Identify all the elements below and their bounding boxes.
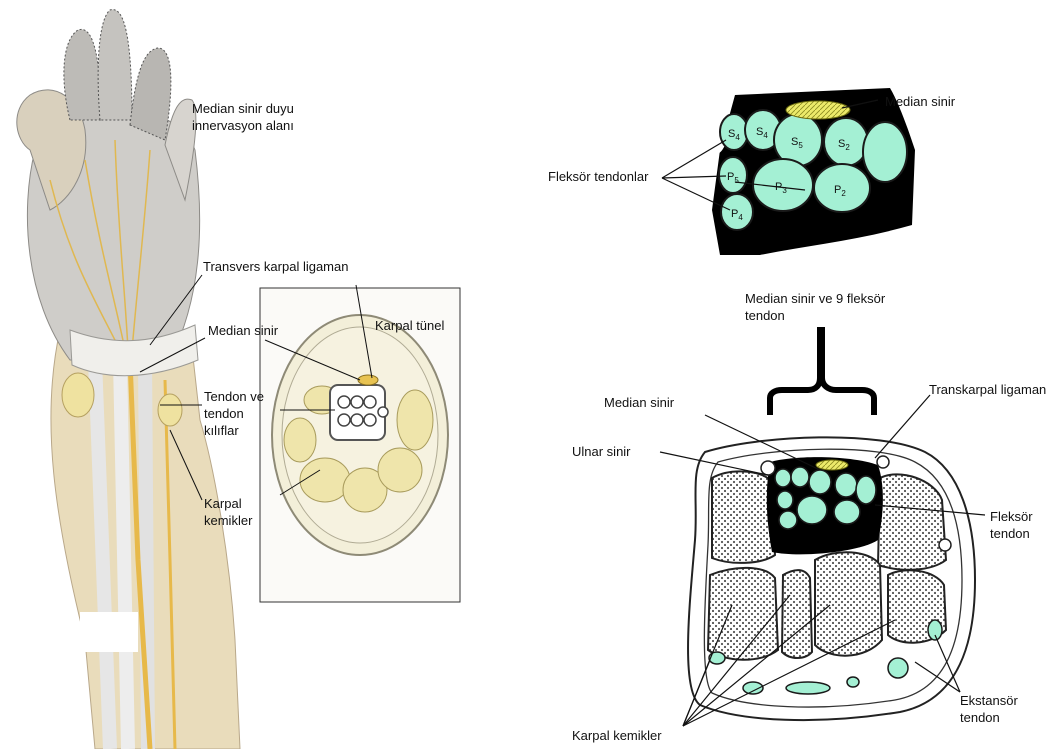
label-tendons-sheaths: Tendon ve tendon kılıflar bbox=[204, 388, 276, 439]
label-inset-caption: Median sinir ve 9 fleksör tendon bbox=[745, 290, 890, 324]
wrist-cross-section bbox=[660, 395, 985, 726]
brace-connector bbox=[770, 330, 874, 415]
label-transcarpal-ligament: Transkarpal ligaman bbox=[929, 381, 1046, 398]
label-median-nerve-left: Median sinir bbox=[208, 322, 278, 339]
label-median-nerve-cross: Median sinir bbox=[604, 394, 674, 411]
label-carpal-bones-right: Karpal kemikler bbox=[572, 727, 662, 744]
label-flexor-tendons: Fleksör tendonlar bbox=[548, 168, 648, 185]
label-median-nerve-inset: Median sinir bbox=[885, 93, 955, 110]
label-carpal-tunnel: Karpal tünel bbox=[375, 317, 444, 334]
label-flexor-tendon: Fleksör tendon bbox=[990, 508, 1042, 542]
label-sensory-area: Median sinir duyu innervasyon alanı bbox=[192, 100, 302, 134]
label-transverse-ligament: Transvers karpal ligaman bbox=[203, 258, 348, 275]
label-ulnar-nerve: Ulnar sinir bbox=[572, 443, 631, 460]
label-carpal-bones-left: Karpal kemikler bbox=[204, 495, 264, 529]
carpal-tunnel-inset bbox=[260, 288, 460, 602]
tendon-inset: S4 S4 S5 S2 P5 P3 P2 P4 bbox=[662, 88, 915, 255]
label-extensor-tendon: Ekstansör tendon bbox=[960, 692, 1030, 726]
